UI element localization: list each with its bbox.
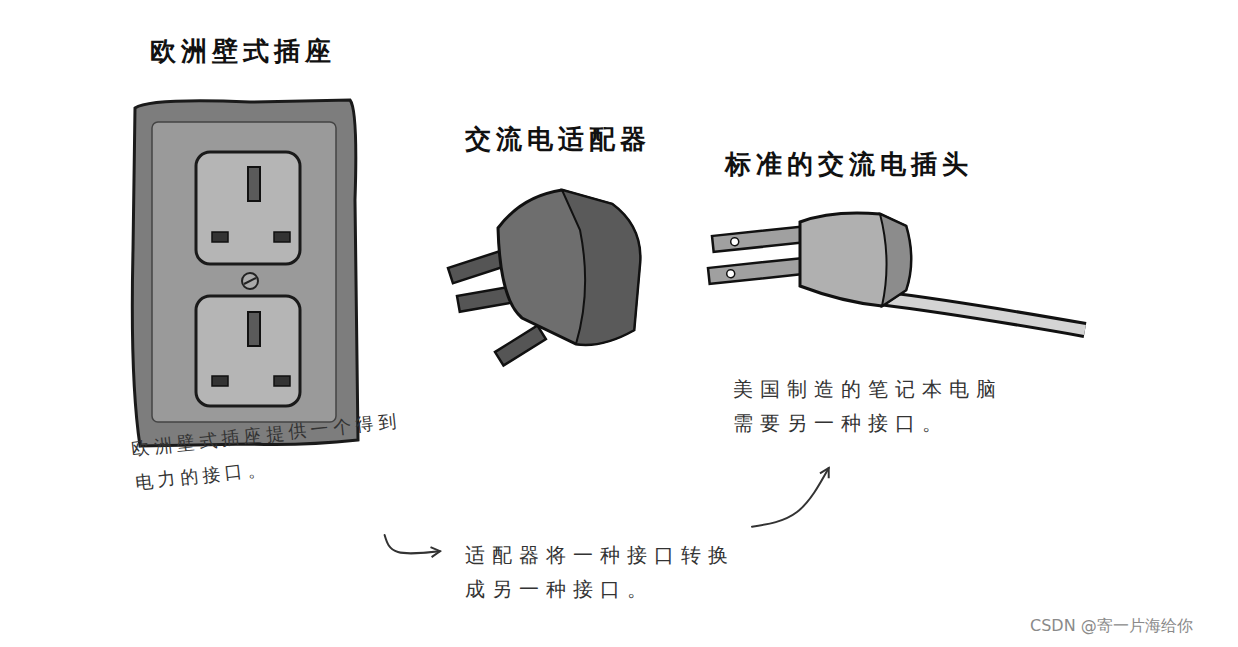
prong-hole <box>726 269 735 278</box>
plug-body <box>800 213 911 306</box>
node-heading: 交流电适配器 <box>465 123 651 155</box>
outlet-slot <box>274 232 290 242</box>
outlet-slot <box>248 167 260 201</box>
prong-hole <box>730 237 739 246</box>
wall-socket <box>132 100 358 446</box>
node-note: 美国制造的笔记本电脑需要另一种接口。 <box>733 372 1018 440</box>
screw-slot <box>244 278 256 284</box>
outlet-slot <box>274 376 290 386</box>
socket-plate <box>132 100 358 446</box>
socket-screw <box>242 273 258 289</box>
outlet-face <box>196 152 300 264</box>
watermark: CSDN @寄一片海给你 <box>1030 616 1193 637</box>
plug-node: 标准的交流电插头美国制造的笔记本电脑需要另一种接口。 <box>700 140 1090 468</box>
adapter-prong <box>495 326 546 366</box>
prong-blade <box>712 226 813 252</box>
plug-cord <box>880 298 1085 330</box>
ac-plug <box>708 213 1085 330</box>
plug-side <box>880 214 911 306</box>
plug-prong <box>712 226 813 252</box>
plug-prong <box>708 258 809 284</box>
prong-blade <box>708 258 809 284</box>
flow-arrow <box>752 468 829 527</box>
node-note: 欧洲壁式插座提供一个得到电力的接口。 <box>130 403 411 499</box>
node-heading: 标准的交流电插头 <box>725 148 973 180</box>
outlet-face <box>196 296 300 406</box>
node-note: 适配器将一种接口转换成另一种接口。 <box>465 538 750 606</box>
outlet-slot <box>248 312 260 346</box>
adapter-side <box>562 190 640 345</box>
adapter-node: 交流电适配器适配器将一种接口转换成另一种接口。 <box>440 120 752 610</box>
socket-inner-plate <box>152 122 336 422</box>
plug-cord <box>880 298 1085 330</box>
ac-adapter <box>448 190 640 366</box>
node-heading: 欧洲壁式插座 <box>150 35 336 67</box>
flow-arrow <box>385 535 440 553</box>
outlet-slot <box>212 232 228 242</box>
adapter-body <box>498 190 640 345</box>
socket-node: 欧洲壁式插座欧洲壁式插座提供一个得到电力的接口。 <box>125 30 420 535</box>
outlet-slot <box>212 376 228 386</box>
